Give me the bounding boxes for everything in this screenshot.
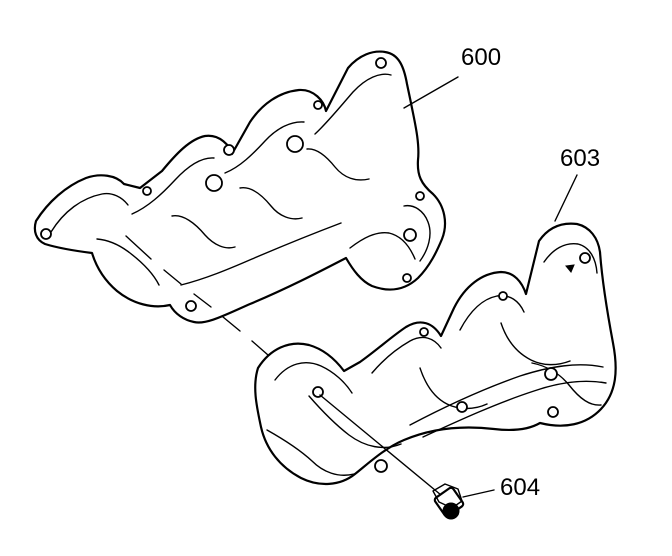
manifold-603-detail-line <box>543 242 598 274</box>
manifold-603-detail-line <box>500 322 571 366</box>
manifold-600-detail-line <box>180 222 342 286</box>
alignment-line <box>319 394 442 496</box>
alignment-dash-line <box>251 340 269 356</box>
manifold-603-detail-line <box>419 367 488 410</box>
manifold-600-port-hole <box>286 135 304 153</box>
manifold-603-bolt-hole <box>544 367 558 381</box>
alignment-dash-line <box>163 269 182 285</box>
manifold-603-detail-line <box>409 364 604 426</box>
leader-line-603 <box>554 174 578 222</box>
manifold-603-detail-line <box>531 362 602 406</box>
manifold-600-bolt-hole <box>223 144 235 156</box>
manifold-600-detail-line <box>224 121 305 174</box>
bolt-604-assembly <box>125 235 465 520</box>
manifold-600-port-hole <box>403 228 417 242</box>
alignment-dash-line <box>125 235 152 260</box>
callout-603: 603 <box>560 145 600 172</box>
manifold-600-detail-line <box>306 148 370 181</box>
manifold-600-bolt-hole <box>415 191 425 201</box>
manifold-603-bolt-hole <box>374 459 388 473</box>
bolt-604-shank <box>432 483 463 509</box>
manifold-600-detail-line <box>403 204 431 262</box>
leader-line-600 <box>403 76 459 109</box>
alignment-dash-line <box>222 316 241 332</box>
manifold-603-bolt-hole <box>419 327 429 337</box>
manifold-603-detail-line <box>459 294 525 331</box>
manifold-603-outline <box>254 222 617 485</box>
exhaust-manifold-lower <box>254 222 617 485</box>
manifold-603-port-mark <box>565 264 575 273</box>
manifold-603-bolt-hole <box>312 386 324 398</box>
manifold-600-bolt-hole <box>402 273 412 283</box>
manifold-600-detail-line <box>131 157 215 215</box>
manifold-600-detail-line <box>171 215 236 249</box>
leader-line-604 <box>462 489 495 498</box>
manifold-600-detail-line <box>349 231 416 260</box>
manifold-600-bolt-hole <box>185 300 197 312</box>
alignment-dash-line <box>193 293 212 308</box>
manifold-600-bolt-hole <box>375 57 387 69</box>
manifold-603-bolt-hole <box>547 406 559 418</box>
manifold-603-bolt-hole <box>456 401 468 413</box>
manifold-600-bolt-hole <box>40 228 52 240</box>
manifold-603-detail-line <box>274 362 353 394</box>
manifold-600-port-hole <box>205 174 223 192</box>
exhaust-manifold-upper <box>33 50 447 324</box>
manifold-600-outline <box>33 50 447 324</box>
bolt-604-socket <box>442 502 460 520</box>
manifold-603-detail-line <box>422 380 607 438</box>
manifold-600-bolt-hole <box>313 100 323 110</box>
manifold-603-bolt-hole <box>579 252 591 264</box>
manifold-600-bolt-hole <box>142 186 152 196</box>
manifold-600-detail-line <box>314 73 392 135</box>
callout-600: 600 <box>461 44 501 71</box>
manifold-603-bolt-hole <box>498 291 508 301</box>
manifold-600-detail-line <box>96 238 160 286</box>
manifold-603-detail-line <box>266 429 355 476</box>
manifold-603-detail-line <box>308 395 402 449</box>
manifold-603-detail-line <box>371 336 442 374</box>
callout-604: 604 <box>500 474 540 501</box>
manifold-600-detail-line <box>50 192 129 233</box>
manifold-600-detail-line <box>239 187 303 220</box>
